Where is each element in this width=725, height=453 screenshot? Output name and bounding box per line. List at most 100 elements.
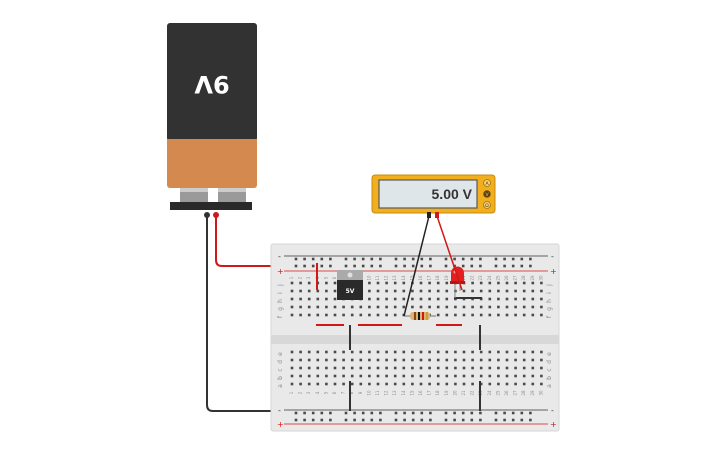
breadboard-hole[interactable]	[385, 358, 388, 362]
breadboard-hole[interactable]	[471, 289, 474, 293]
breadboard-hole[interactable]	[311, 257, 315, 261]
breadboard-hole[interactable]	[368, 281, 371, 285]
breadboard-hole[interactable]	[411, 257, 415, 261]
breadboard-hole[interactable]	[342, 305, 345, 309]
breadboard-hole[interactable]	[494, 418, 498, 422]
breadboard-hole[interactable]	[505, 281, 509, 285]
breadboard-hole[interactable]	[299, 374, 302, 378]
breadboard-hole[interactable]	[333, 358, 337, 362]
breadboard-hole[interactable]	[393, 366, 397, 370]
breadboard-hole[interactable]	[385, 366, 388, 370]
breadboard-hole[interactable]	[514, 289, 517, 293]
breadboard-hole[interactable]	[419, 382, 423, 386]
breadboard-hole[interactable]	[494, 264, 498, 268]
breadboard-hole[interactable]	[514, 374, 517, 378]
breadboard-hole[interactable]	[350, 313, 354, 317]
breadboard-hole[interactable]	[520, 411, 524, 415]
breadboard-hole[interactable]	[505, 374, 509, 378]
breadboard-hole[interactable]	[488, 305, 492, 309]
breadboard-hole[interactable]	[379, 411, 382, 415]
breadboard-hole[interactable]	[505, 382, 509, 386]
breadboard-hole[interactable]	[394, 418, 398, 422]
breadboard-hole[interactable]	[307, 281, 311, 285]
breadboard-hole[interactable]	[342, 374, 345, 378]
breadboard-hole[interactable]	[462, 382, 466, 386]
breadboard-hole[interactable]	[453, 257, 456, 261]
breadboard-hole[interactable]	[353, 411, 356, 415]
breadboard-hole[interactable]	[290, 313, 294, 317]
breadboard-hole[interactable]	[303, 264, 306, 268]
breadboard-hole[interactable]	[350, 366, 354, 370]
breadboard-hole[interactable]	[540, 358, 543, 362]
breadboard-hole[interactable]	[531, 281, 535, 285]
breadboard-hole[interactable]	[479, 281, 483, 285]
breadboard-hole[interactable]	[411, 289, 414, 293]
breadboard-hole[interactable]	[436, 289, 440, 293]
breadboard-hole[interactable]	[503, 411, 506, 415]
breadboard-hole[interactable]	[494, 411, 498, 415]
breadboard-hole[interactable]	[470, 264, 474, 268]
breadboard-hole[interactable]	[531, 313, 535, 317]
breadboard-hole[interactable]	[299, 297, 302, 301]
breadboard-hole[interactable]	[420, 264, 424, 268]
breadboard-hole[interactable]	[531, 374, 535, 378]
breadboard-hole[interactable]	[329, 257, 332, 261]
breadboard-hole[interactable]	[488, 313, 492, 317]
breadboard-hole[interactable]	[488, 382, 492, 386]
breadboard-hole[interactable]	[461, 264, 465, 268]
breadboard-hole[interactable]	[479, 350, 483, 354]
breadboard-hole[interactable]	[368, 289, 371, 293]
breadboard-hole[interactable]	[402, 281, 406, 285]
breadboard-hole[interactable]	[350, 305, 354, 309]
breadboard-hole[interactable]	[462, 350, 466, 354]
breadboard-hole[interactable]	[529, 418, 532, 422]
breadboard-hole[interactable]	[393, 374, 397, 378]
breadboard-hole[interactable]	[520, 264, 524, 268]
breadboard-hole[interactable]	[479, 257, 482, 261]
breadboard-hole[interactable]	[471, 366, 474, 370]
breadboard-hole[interactable]	[522, 281, 526, 285]
breadboard-hole[interactable]	[453, 418, 456, 422]
breadboard-hole[interactable]	[325, 374, 328, 378]
breadboard-hole[interactable]	[320, 264, 324, 268]
breadboard-hole[interactable]	[376, 281, 380, 285]
breadboard-hole[interactable]	[428, 305, 431, 309]
breadboard-hole[interactable]	[333, 374, 337, 378]
breadboard-hole[interactable]	[316, 289, 320, 293]
breadboard-hole[interactable]	[379, 264, 382, 268]
breadboard-hole[interactable]	[361, 411, 365, 415]
breadboard-hole[interactable]	[307, 382, 311, 386]
breadboard-hole[interactable]	[436, 281, 440, 285]
breadboard-hole[interactable]	[471, 374, 474, 378]
breadboard-hole[interactable]	[462, 366, 466, 370]
breadboard-hole[interactable]	[393, 305, 397, 309]
breadboard-hole[interactable]	[353, 418, 356, 422]
breadboard-hole[interactable]	[511, 411, 515, 415]
breadboard-hole[interactable]	[531, 382, 535, 386]
breadboard-hole[interactable]	[428, 374, 431, 378]
breadboard-hole[interactable]	[522, 366, 526, 370]
breadboard-hole[interactable]	[385, 305, 388, 309]
breadboard-hole[interactable]	[344, 418, 348, 422]
breadboard-hole[interactable]	[385, 289, 388, 293]
breadboard-hole[interactable]	[316, 297, 320, 301]
breadboard-hole[interactable]	[376, 313, 380, 317]
breadboard-hole[interactable]	[299, 358, 302, 362]
breadboard-hole[interactable]	[420, 411, 424, 415]
breadboard-hole[interactable]	[454, 313, 457, 317]
breadboard-hole[interactable]	[462, 358, 466, 362]
probe-wire-black[interactable]	[403, 215, 430, 317]
breadboard-hole[interactable]	[376, 305, 380, 309]
breadboard-hole[interactable]	[471, 305, 474, 309]
breadboard-hole[interactable]	[454, 382, 457, 386]
breadboard-hole[interactable]	[529, 411, 532, 415]
breadboard-hole[interactable]	[307, 305, 311, 309]
breadboard-hole[interactable]	[393, 313, 397, 317]
breadboard-hole[interactable]	[376, 374, 380, 378]
breadboard-hole[interactable]	[316, 374, 320, 378]
breadboard-hole[interactable]	[411, 418, 415, 422]
multimeter[interactable]: 5.00 V A V Ω	[371, 174, 496, 218]
breadboard-hole[interactable]	[299, 281, 302, 285]
breadboard-hole[interactable]	[307, 297, 311, 301]
